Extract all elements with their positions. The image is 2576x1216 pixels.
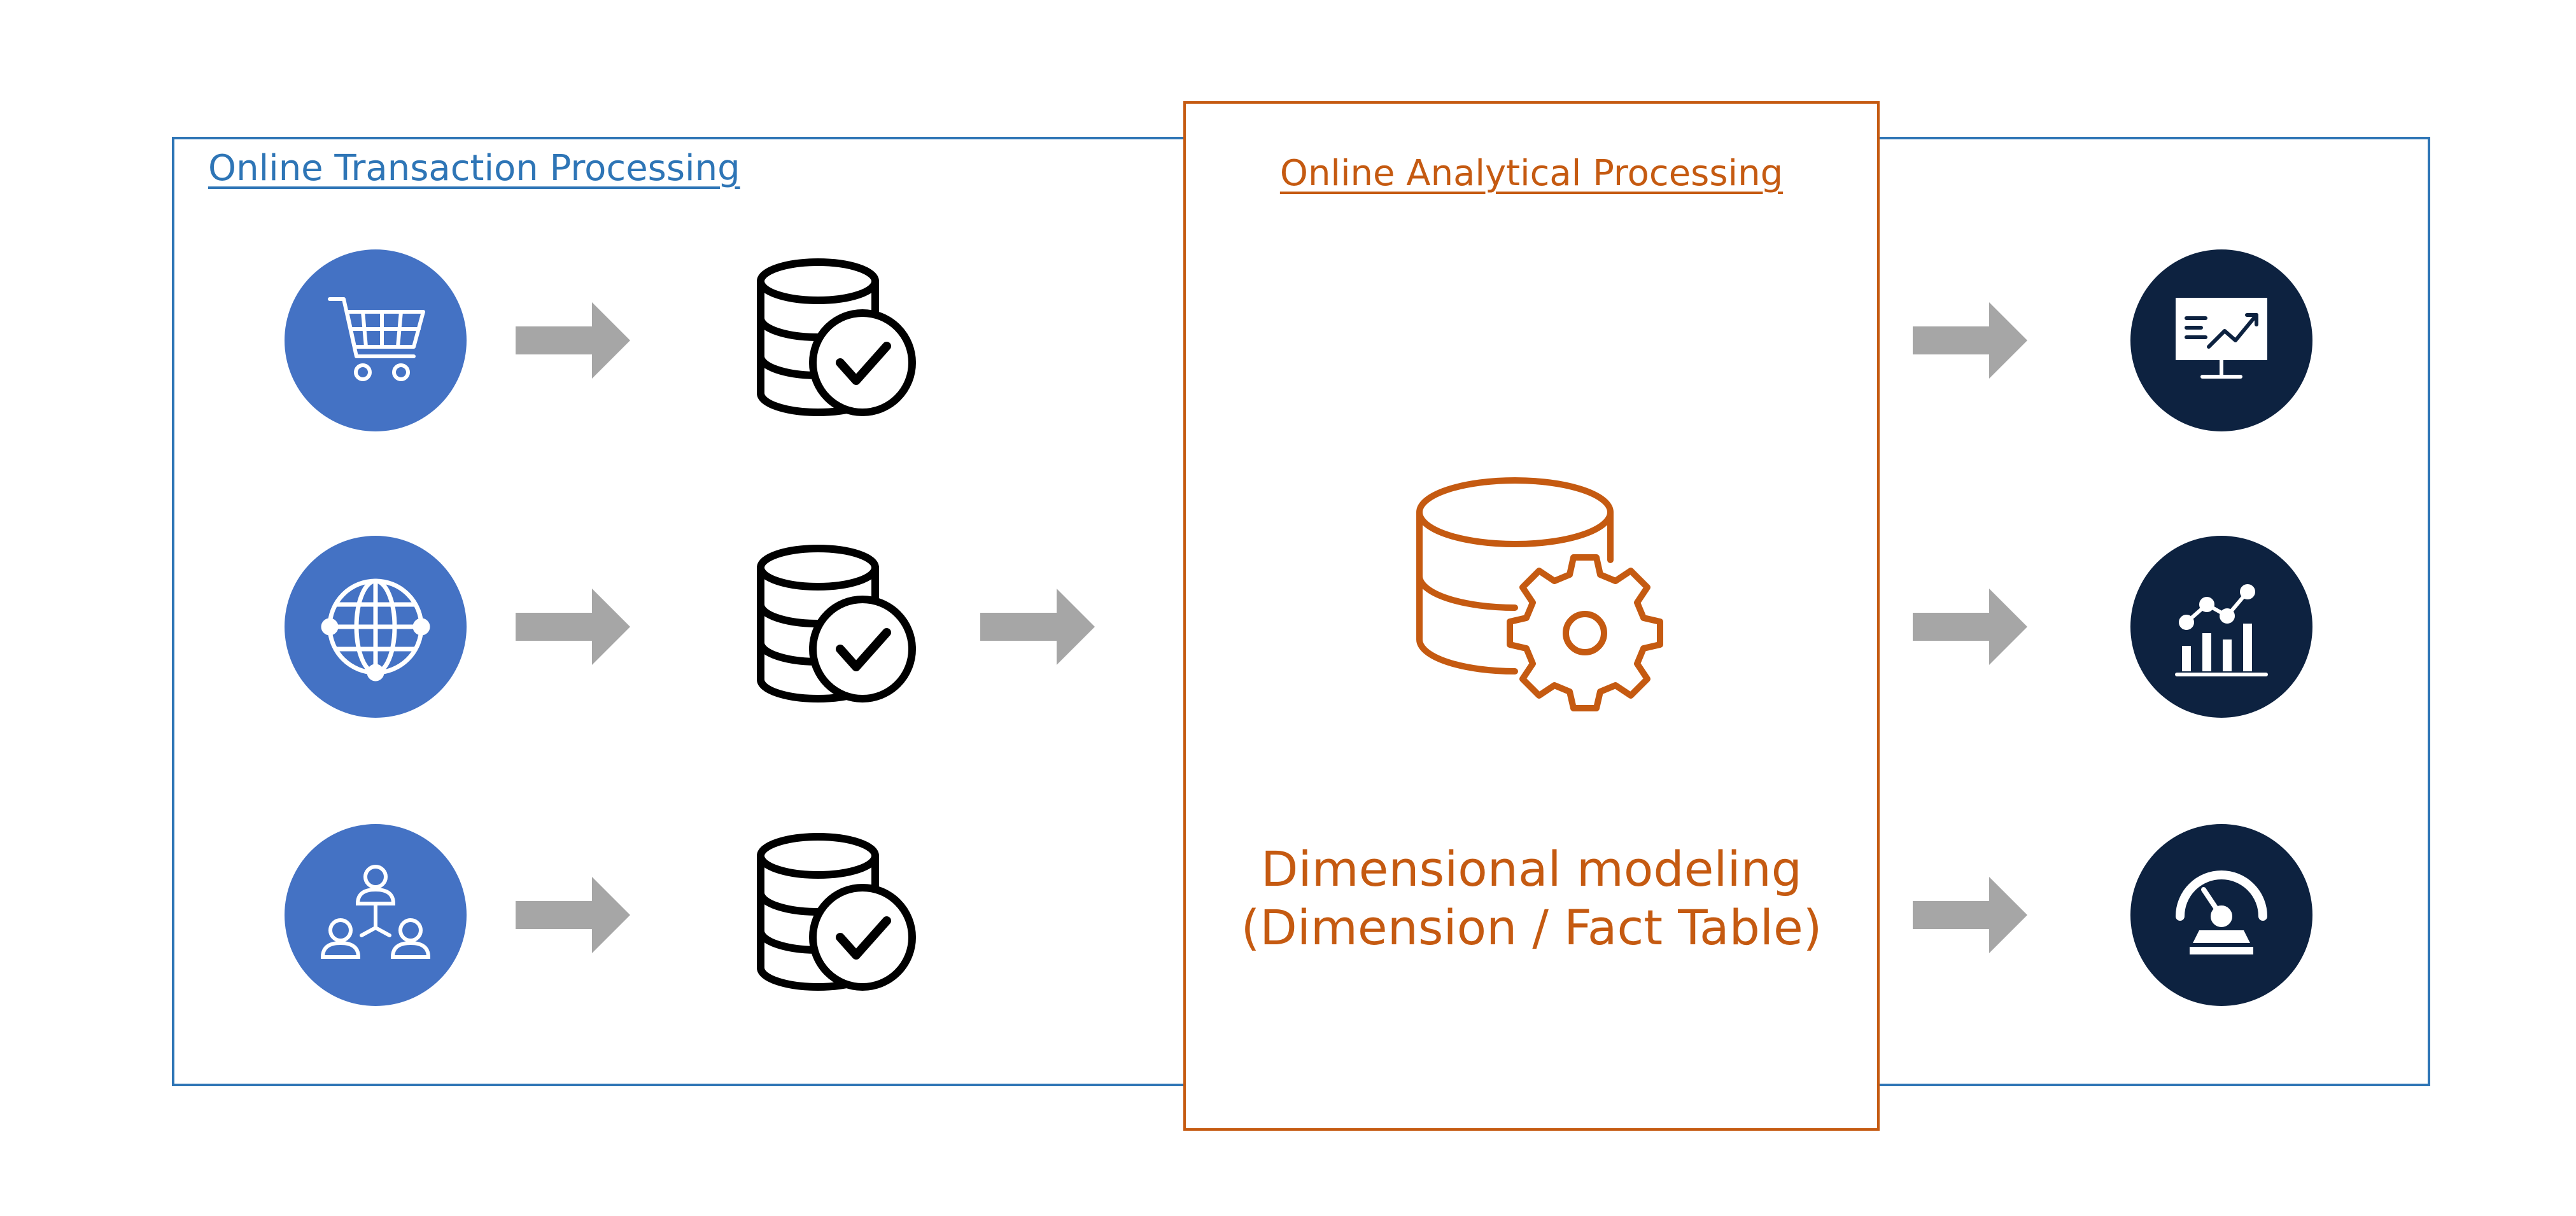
speedometer-gauge-icon xyxy=(2176,870,2267,954)
bar-line-chart-icon xyxy=(2175,584,2268,676)
arrow-cart-to-db xyxy=(516,302,630,379)
oltp-title: Online Transaction Processing xyxy=(208,148,740,189)
database-check-icon xyxy=(761,837,912,987)
shopping-cart-icon xyxy=(328,297,425,381)
arrow-db-to-olap xyxy=(980,589,1095,665)
dimensional-modeling-label: Dimensional modeling (Dimension / Fact T… xyxy=(1185,840,1878,957)
globe-icon xyxy=(321,578,430,681)
output-dashboard xyxy=(2130,249,2312,431)
olap-title-text: Online Analytical Processing xyxy=(1279,153,1784,194)
output-report xyxy=(2130,536,2312,718)
people-network-icon xyxy=(320,865,431,959)
model-line-1: Dimensional modeling xyxy=(1261,841,1802,897)
arrow-people-to-db xyxy=(516,877,630,953)
arrow-olap-to-kpi xyxy=(1913,877,2027,953)
database-gear-icon xyxy=(1416,477,1663,711)
arrow-olap-to-report xyxy=(1913,589,2027,665)
arrow-olap-to-dashboard xyxy=(1913,302,2027,379)
source-people xyxy=(285,824,467,1006)
database-check-icon xyxy=(761,262,912,412)
model-line-2: (Dimension / Fact Table) xyxy=(1241,899,1822,956)
source-cart xyxy=(285,249,467,431)
arrow-globe-to-db xyxy=(516,589,630,665)
output-kpi xyxy=(2130,824,2312,1006)
olap-box xyxy=(1183,101,1880,1131)
olap-title: Online Analytical Processing xyxy=(1185,153,1878,194)
monitor-trend-chart-icon xyxy=(2176,298,2267,379)
database-check-icon xyxy=(761,549,912,699)
source-globe xyxy=(285,536,467,718)
